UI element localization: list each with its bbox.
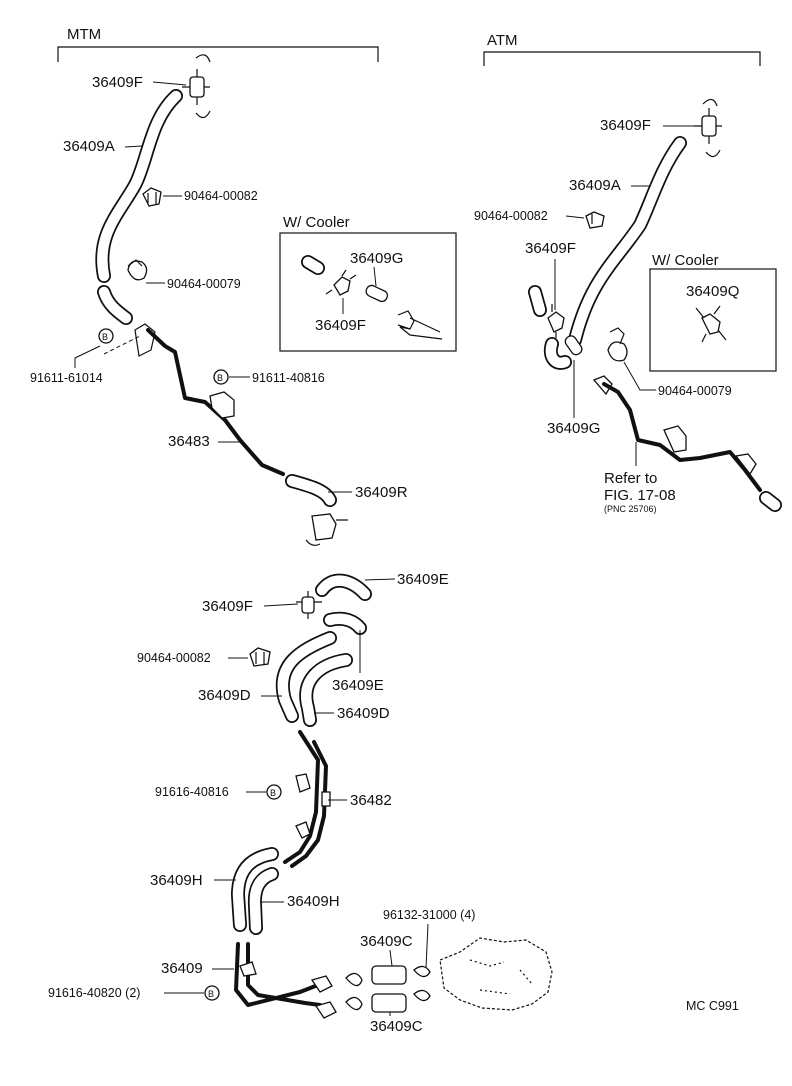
mtm-hose-36409R: [285, 474, 348, 546]
lower-hoses-36409D: [275, 631, 353, 727]
label-atm-refer-to: Refer to: [604, 470, 657, 487]
label-atm-pnc-ref: (PNC 25706): [604, 504, 657, 514]
label-low-36409E-bottom: 36409E: [332, 677, 384, 694]
label-mtm-91611-61014: 91611-61014: [30, 371, 103, 385]
label-atm-36409F-mid: 36409F: [525, 240, 576, 257]
svg-text:B: B: [217, 373, 223, 383]
label-mtm-90464-00082: 90464-00082: [184, 189, 258, 203]
svg-text:B: B: [208, 989, 214, 999]
mtm-section: MTM: [30, 26, 408, 546]
atm-hose-36409G: [543, 335, 583, 370]
label-atm-36409F-top: 36409F: [600, 117, 651, 134]
label-low-36409C-bottom: 36409C: [370, 1018, 423, 1035]
mtm-pipe-36483: [134, 323, 285, 476]
mtm-clip-90464-00082: [142, 187, 162, 207]
lower-bolt-marker-2: [204, 985, 220, 1001]
label-atm-90464-00082: 90464-00082: [474, 209, 548, 223]
lower-pipe-36482: [283, 730, 331, 868]
label-low-36409H-left: 36409H: [150, 872, 203, 889]
label-mtm-36483: 36483: [168, 433, 210, 450]
mtm-clip-90464-00079: [127, 259, 148, 281]
lower-section: B B 36409E 36409F 90464-00082 36409D 364…: [48, 571, 553, 1035]
cooler-left-box: [279, 232, 457, 352]
mtm-heading: MTM: [67, 26, 101, 43]
label-atm-36409Q: 36409Q: [686, 283, 739, 300]
cooler-right-part-36409Q: [695, 305, 727, 343]
atm-tee-fitting: [694, 98, 722, 158]
cooler-left-heading: W/ Cooler: [283, 214, 350, 231]
cooler-right-section: W/ Cooler 36409Q: [649, 252, 777, 372]
atm-hose-36409A: [568, 136, 687, 347]
svg-text:B: B: [270, 788, 276, 798]
label-atm-36409A: 36409A: [569, 177, 621, 194]
label-mtm-36409A: 36409A: [63, 138, 115, 155]
label-mtm-90464-00079: 90464-00079: [167, 277, 241, 291]
label-low-90464-00082: 90464-00082: [137, 651, 211, 665]
cooler-right-box: [649, 268, 777, 372]
lower-hose-36409E-bottom: [323, 611, 367, 635]
lower-engine-outline: [439, 937, 553, 1011]
atm-heading: ATM: [487, 32, 518, 49]
label-low-36409H-right: 36409H: [287, 893, 340, 910]
figure-code: MC C991: [686, 999, 739, 1013]
label-low-36409F: 36409F: [202, 598, 253, 615]
lower-bolt-marker-1: [266, 784, 282, 800]
label-low-36409D-left: 36409D: [198, 687, 251, 704]
label-low-91616-40820: 91616-40820 (2): [48, 986, 140, 1000]
atm-pipe: [592, 375, 782, 512]
label-low-36409D-right: 36409D: [337, 705, 390, 722]
label-mtm-91611-40816: 91611-40816: [252, 371, 325, 385]
label-low-36409: 36409: [161, 960, 203, 977]
lower-tee-36409F: [296, 591, 322, 619]
lower-clip-90464-00082: [249, 647, 271, 667]
label-atm-fig-ref: FIG. 17-08: [604, 487, 676, 504]
label-atm-90464-00079: 90464-00079: [658, 384, 732, 398]
mtm-bracket: [57, 46, 379, 62]
lower-hoses-36409C: [345, 965, 431, 1013]
mtm-bolt-marker-1: B: [98, 328, 141, 355]
label-mtm-36409F: 36409F: [92, 74, 143, 91]
lower-hoses-36409H: [231, 847, 279, 935]
atm-clip-90464-00079: [607, 327, 628, 362]
lower-hose-36409E-top: [315, 573, 372, 601]
label-low-36482: 36482: [350, 792, 392, 809]
label-low-36409C-top: 36409C: [360, 933, 413, 950]
cooler-right-heading: W/ Cooler: [652, 252, 719, 269]
cooler-left-section: W/ Cooler 36409G 36409F: [279, 214, 457, 352]
atm-fitting-36409F-mid: [528, 285, 565, 338]
mtm-bolt-marker-2: B: [213, 369, 229, 385]
cooler-left-parts: [301, 255, 443, 340]
label-cooler-36409G: 36409G: [350, 250, 403, 267]
lower-pipe-36409: [234, 942, 337, 1019]
svg-text:B: B: [102, 332, 108, 342]
label-low-91616-40816: 91616-40816: [155, 785, 229, 799]
atm-section: ATM: [474, 32, 782, 514]
label-low-96132-31000: 96132-31000 (4): [383, 908, 475, 922]
label-low-36409E-top: 36409E: [397, 571, 449, 588]
mtm-tee-fitting: [182, 54, 211, 119]
label-cooler-36409F: 36409F: [315, 317, 366, 334]
atm-clip-90464-00082: [585, 211, 605, 229]
lower-bolt-markers: B B: [204, 784, 282, 1001]
label-atm-36409G: 36409G: [547, 420, 600, 437]
mtm-hose-36409A: [95, 89, 183, 325]
label-mtm-36409R: 36409R: [355, 484, 408, 501]
atm-bracket: [483, 51, 761, 66]
